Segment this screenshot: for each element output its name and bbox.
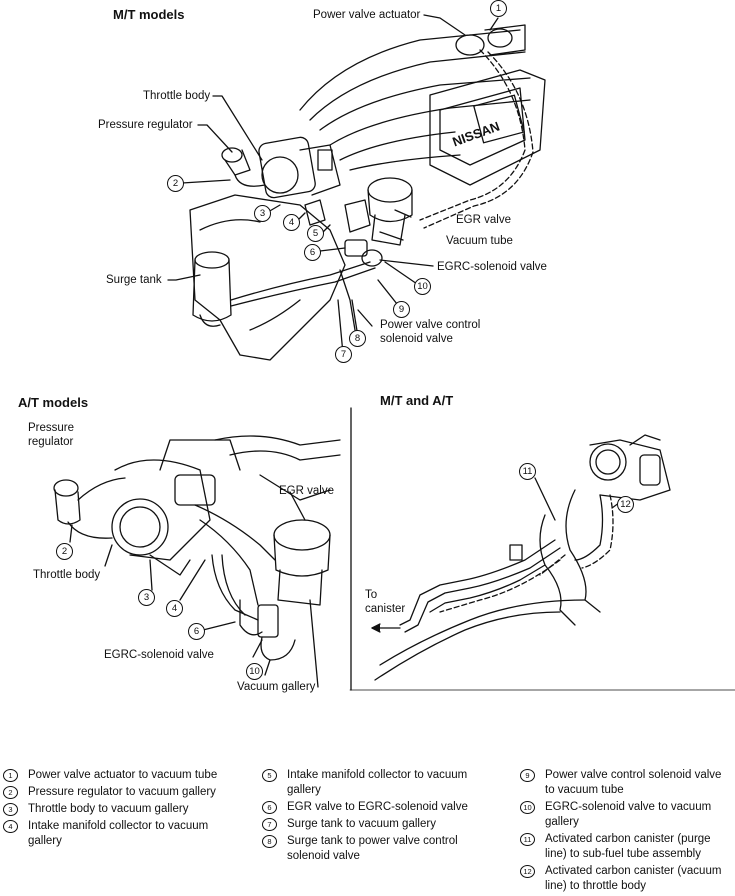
callout-at-6: 6 — [188, 623, 205, 640]
callout-both-12: 12 — [617, 496, 634, 513]
callout-at-4: 4 — [166, 600, 183, 617]
callout-mt-3: 3 — [254, 205, 271, 222]
label-surge-tank: Surge tank — [106, 274, 162, 286]
label-power-valve-control-line1: Power valve control — [380, 319, 481, 331]
callout-mt-9: 9 — [393, 301, 410, 318]
label-to-line2: canister — [365, 603, 406, 615]
label-at-vacuum-gallery: Vacuum gallery — [237, 681, 316, 693]
mt-models-title: M/T models — [113, 7, 185, 22]
label-pressure-regulator: Pressure regulator — [98, 119, 193, 131]
label-at-throttle-body: Throttle body — [33, 569, 101, 581]
callout-mt-2: 2 — [167, 175, 184, 192]
callout-both-11: 11 — [519, 463, 536, 480]
label-to-line1: To — [365, 589, 378, 601]
callout-mt-4: 4 — [283, 214, 300, 231]
label-throttle-body: Throttle body — [143, 90, 211, 102]
callout-mt-10: 10 — [414, 278, 431, 295]
callout-at-2: 2 — [56, 543, 73, 560]
callout-at-3: 3 — [138, 589, 155, 606]
label-at-egr-valve: EGR valve — [279, 485, 334, 497]
label-at-egrc-solenoid-valve: EGRC-solenoid valve — [104, 649, 214, 661]
label-egrc-solenoid-valve: EGRC-solenoid valve — [437, 261, 547, 273]
mt-and-at-title: M/T and A/T — [380, 393, 454, 408]
callout-mt-8: 8 — [349, 330, 366, 347]
callout-mt-7: 7 — [335, 346, 352, 363]
at-models-title: A/T models — [18, 395, 89, 410]
engine-block-outline — [189, 194, 346, 361]
label-at-pressure-line2: regulator — [28, 436, 74, 448]
label-egr-valve: EGR valve — [456, 214, 511, 226]
intake-collector — [429, 69, 546, 186]
label-power-valve-control-line2: solenoid valve — [380, 333, 453, 345]
callout-at-10: 10 — [246, 663, 263, 680]
callout-mt-1: 1 — [490, 0, 507, 17]
label-vacuum-tube: Vacuum tube — [446, 235, 513, 247]
callout-mt-6: 6 — [304, 244, 321, 261]
callout-mt-5: 5 — [307, 225, 324, 242]
engine-brand-text: NISSAN — [450, 119, 501, 150]
label-power-valve-actuator: Power valve actuator — [313, 9, 421, 21]
label-at-pressure-line1: Pressure — [28, 422, 75, 434]
